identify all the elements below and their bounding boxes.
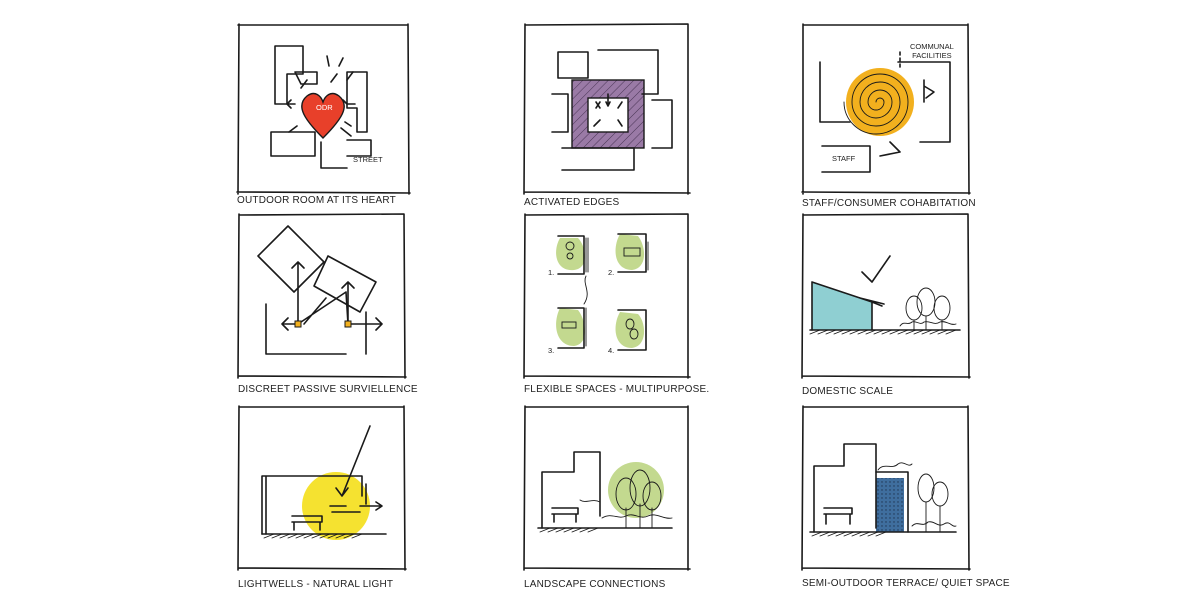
communal-zone bbox=[846, 68, 914, 136]
space-2 bbox=[615, 234, 645, 270]
terrace-sketch bbox=[801, 405, 971, 571]
heart-label: ODR bbox=[316, 103, 333, 112]
outdoor-room-sketch bbox=[236, 23, 411, 195]
space-4 bbox=[615, 312, 645, 348]
caption-outdoor-room: OUTDOOR ROOM AT ITS HEART bbox=[237, 195, 396, 206]
staff-label: STAFF bbox=[832, 154, 856, 163]
street-label: STREET bbox=[353, 155, 383, 164]
caption-surveillance: DISCREET PASSIVE SURVIELLENCE bbox=[238, 384, 418, 395]
space-3 bbox=[556, 308, 585, 346]
diagram-panel-domestic-scale: DOMESTIC SCALE bbox=[800, 212, 980, 398]
diagram-panel-landscape: LANDSCAPE CONNECTIONS bbox=[522, 404, 702, 600]
caption-lightwells: LIGHTWELLS - NATURAL LIGHT bbox=[238, 579, 394, 590]
space-label-2: 2. bbox=[608, 268, 615, 277]
cohabitation-sketch bbox=[801, 23, 971, 195]
space-1 bbox=[556, 238, 585, 271]
caption-flexible-spaces: FLEXIBLE SPACES - MULTIPURPOSE. bbox=[524, 384, 710, 395]
diagram-panel-cohabitation: COMMUNAL FACILITIES STAFF STAFF/CONSUMER… bbox=[800, 22, 980, 209]
diagram-panel-outdoor-room: ODR STREET OUTDOOR ROOM AT ITS HEART bbox=[235, 22, 415, 206]
diagram-panel-flexible-spaces: 1. 2. 3. 4. FLEXIBLE SPACES - MULTIPURPO… bbox=[522, 212, 709, 398]
diagram-panel-terrace: SEMI-OUTDOOR TERRACE/ QUIET SPACE bbox=[800, 404, 1010, 600]
landscape-sketch bbox=[523, 405, 691, 571]
terrace-zone bbox=[876, 478, 904, 532]
diagram-panel-surveillance: DISCREET PASSIVE SURVIELLENCE bbox=[236, 212, 418, 398]
caption-domestic-scale: DOMESTIC SCALE bbox=[802, 386, 894, 397]
space-label-4: 4. bbox=[608, 346, 615, 355]
diagram-panel-activated-edges: ACTIVATED EDGES bbox=[522, 22, 702, 208]
activated-edges-sketch bbox=[523, 23, 691, 195]
diagram-panel-lightwells: LIGHTWELLS - NATURAL LIGHT bbox=[236, 404, 416, 600]
flexible-spaces-sketch bbox=[523, 213, 691, 379]
caption-terrace: SEMI-OUTDOOR TERRACE/ QUIET SPACE bbox=[802, 578, 1010, 589]
space-label-1: 1. bbox=[548, 268, 555, 277]
observation-point bbox=[344, 320, 352, 328]
caption-landscape: LANDSCAPE CONNECTIONS bbox=[524, 579, 666, 590]
checkmark-icon bbox=[861, 255, 891, 283]
space-label-3: 3. bbox=[548, 346, 555, 355]
communal-facilities-label: COMMUNAL FACILITIES bbox=[910, 42, 954, 60]
caption-activated-edges: ACTIVATED EDGES bbox=[524, 197, 620, 208]
heart-icon bbox=[301, 92, 345, 139]
domestic-scale-sketch bbox=[801, 213, 971, 379]
building-volume bbox=[812, 282, 872, 330]
lightwells-sketch bbox=[237, 405, 407, 571]
caption-cohabitation: STAFF/CONSUMER COHABITATION bbox=[802, 198, 976, 209]
observation-point bbox=[294, 320, 302, 328]
surveillance-sketch bbox=[237, 213, 407, 379]
